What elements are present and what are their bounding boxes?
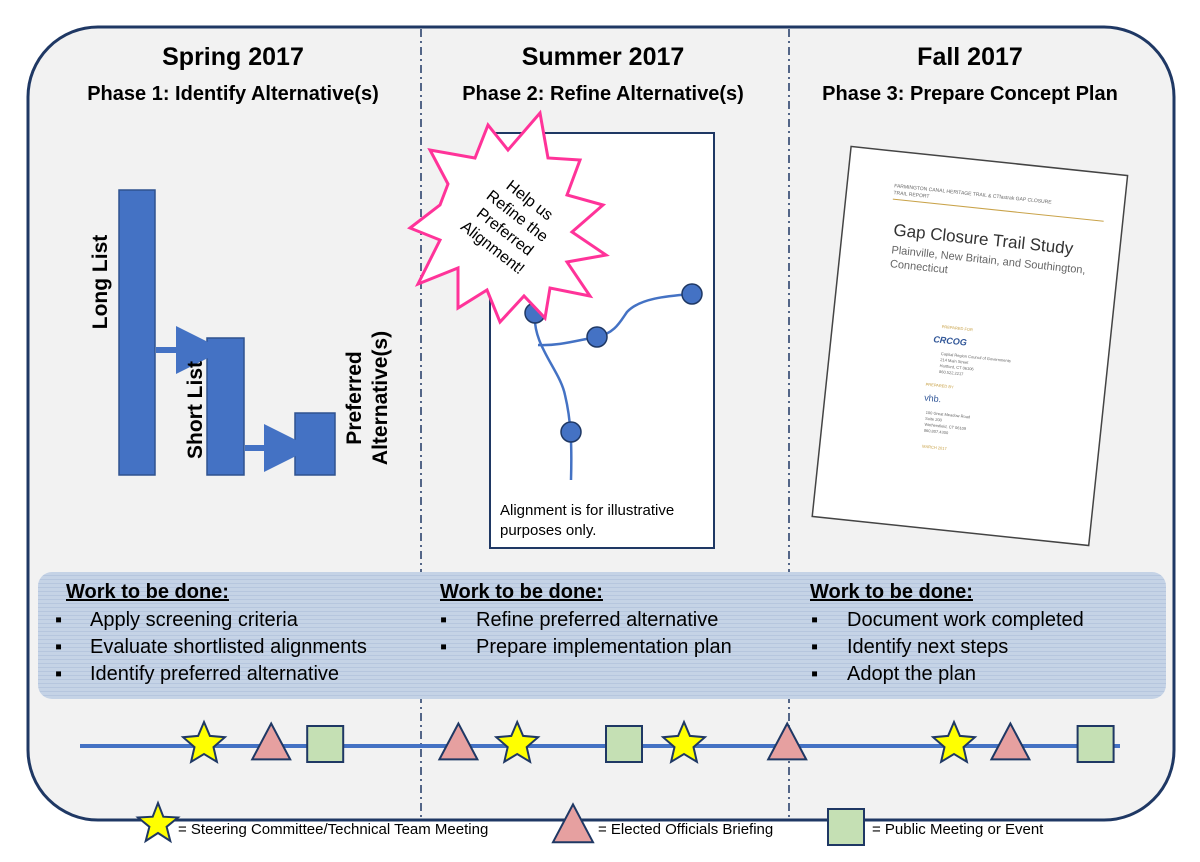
phase2-task: Refine preferred alternative [476,609,718,631]
work-band [38,572,1166,699]
square-icon [827,808,865,846]
phase1-task: Evaluate shortlisted alignments [90,636,367,658]
report-header-line2: TRAIL REPORT [893,190,930,200]
alternatives-funnel: Long List Short List Preferred Alternati… [89,189,392,476]
preferred-bar [294,412,336,476]
bullet: ▪ [811,636,818,658]
triangle-icon [551,802,595,844]
star-icon [493,719,541,764]
phase1-work: Work to be done: ▪ Apply screening crite… [55,581,367,685]
report-cover: FARMINGTON CANAL HERITAGE TRAIL & CTfast… [811,145,1129,547]
map-caption-line1: Alignment is for illustrative [500,502,674,519]
trail-node [560,421,582,443]
org-line: Hartford, CT 06106 [939,363,974,372]
phase3-title: Phase 3: Prepare Concept Plan [822,83,1118,105]
triangle-icon [437,721,480,761]
trail-node [586,326,608,348]
phase2-task: Prepare implementation plan [476,636,732,658]
phase3-season: Fall 2017 [917,43,1023,71]
trail-node [681,283,703,305]
phase2-work: Work to be done: ▪ Refine preferred alte… [440,581,732,658]
phase3-task: Document work completed [847,609,1084,631]
legend-triangle-label: = Elected Officials Briefing [598,821,773,838]
phase1-season: Spring 2017 [162,43,304,71]
firm-line: 100 Great Meadow Road [925,410,970,420]
phase2-work-heading: Work to be done: [440,581,603,603]
square-icon [827,808,865,846]
phase1-title: Phase 1: Identify Alternative(s) [87,83,379,105]
phase3-work-heading: Work to be done: [810,581,973,603]
triangle-icon [551,802,595,844]
long-list-bar [118,189,156,476]
bullet: ▪ [811,663,818,685]
bullet: ▪ [811,609,818,631]
org-line: 214 Main Street [940,357,969,365]
trail-path-branch [537,292,693,347]
square-icon [1076,725,1115,763]
star-icon [135,800,181,844]
preferred-label-line1: Preferred [343,351,366,444]
preferred-label-line2: Alternative(s) [369,331,392,465]
phase3-task: Adopt the plan [847,663,976,685]
timeline-events [180,719,1115,764]
report-prepared-by: PREPARED BY [925,382,954,390]
star-icon [930,719,978,764]
star-icon [660,719,708,764]
legend-square-label: = Public Meeting or Event [872,821,1044,838]
firm-line: Wethersfield, CT 06109 [924,422,967,431]
firm-line: 860.807.4300 [924,428,950,436]
legend-star-label: = Steering Committee/Technical Team Meet… [178,821,488,838]
square-icon [605,725,643,763]
triangle-icon [766,721,808,761]
short-list-label: Short List [184,361,207,459]
org-line: 860.522.2217 [939,369,965,377]
phase3-work: Work to be done: ▪ Document work complet… [810,581,1084,685]
map-caption-line2: purposes only. [500,522,596,539]
phase2-season: Summer 2017 [522,43,685,71]
report-date: MARCH 2017 [922,444,948,452]
crcog-logo: CRCOG [933,334,967,347]
bullet: ▪ [55,636,62,658]
bullet: ▪ [440,609,447,631]
star-icon [135,800,181,844]
alignment-map: Help us Refine the Preferred Alignment! … [406,109,715,549]
legend: = Steering Committee/Technical Team Meet… [135,800,1044,846]
star-icon [180,719,228,764]
square-icon [306,725,345,763]
short-list-bar [206,337,245,476]
triangle-icon [989,721,1032,761]
phase2-title: Phase 2: Refine Alternative(s) [462,83,744,105]
phase1-work-heading: Work to be done: [66,581,229,603]
firm-line: Suite 200 [925,416,943,423]
bullet: ▪ [440,636,447,658]
vhb-logo: vhb. [924,393,942,405]
phase1-task: Identify preferred alternative [90,663,339,685]
phase3-task: Identify next steps [847,636,1008,658]
bullet: ▪ [55,609,62,631]
report-header-rule [892,198,1104,222]
report-page [811,145,1129,547]
triangle-icon [250,721,292,761]
phase1-task: Apply screening criteria [90,609,299,631]
callout-burst [406,109,610,325]
long-list-label: Long List [89,235,112,329]
report-prepared-for: PREPARED FOR [942,324,974,332]
bullet: ▪ [55,663,62,685]
trail-path-main [533,312,573,481]
